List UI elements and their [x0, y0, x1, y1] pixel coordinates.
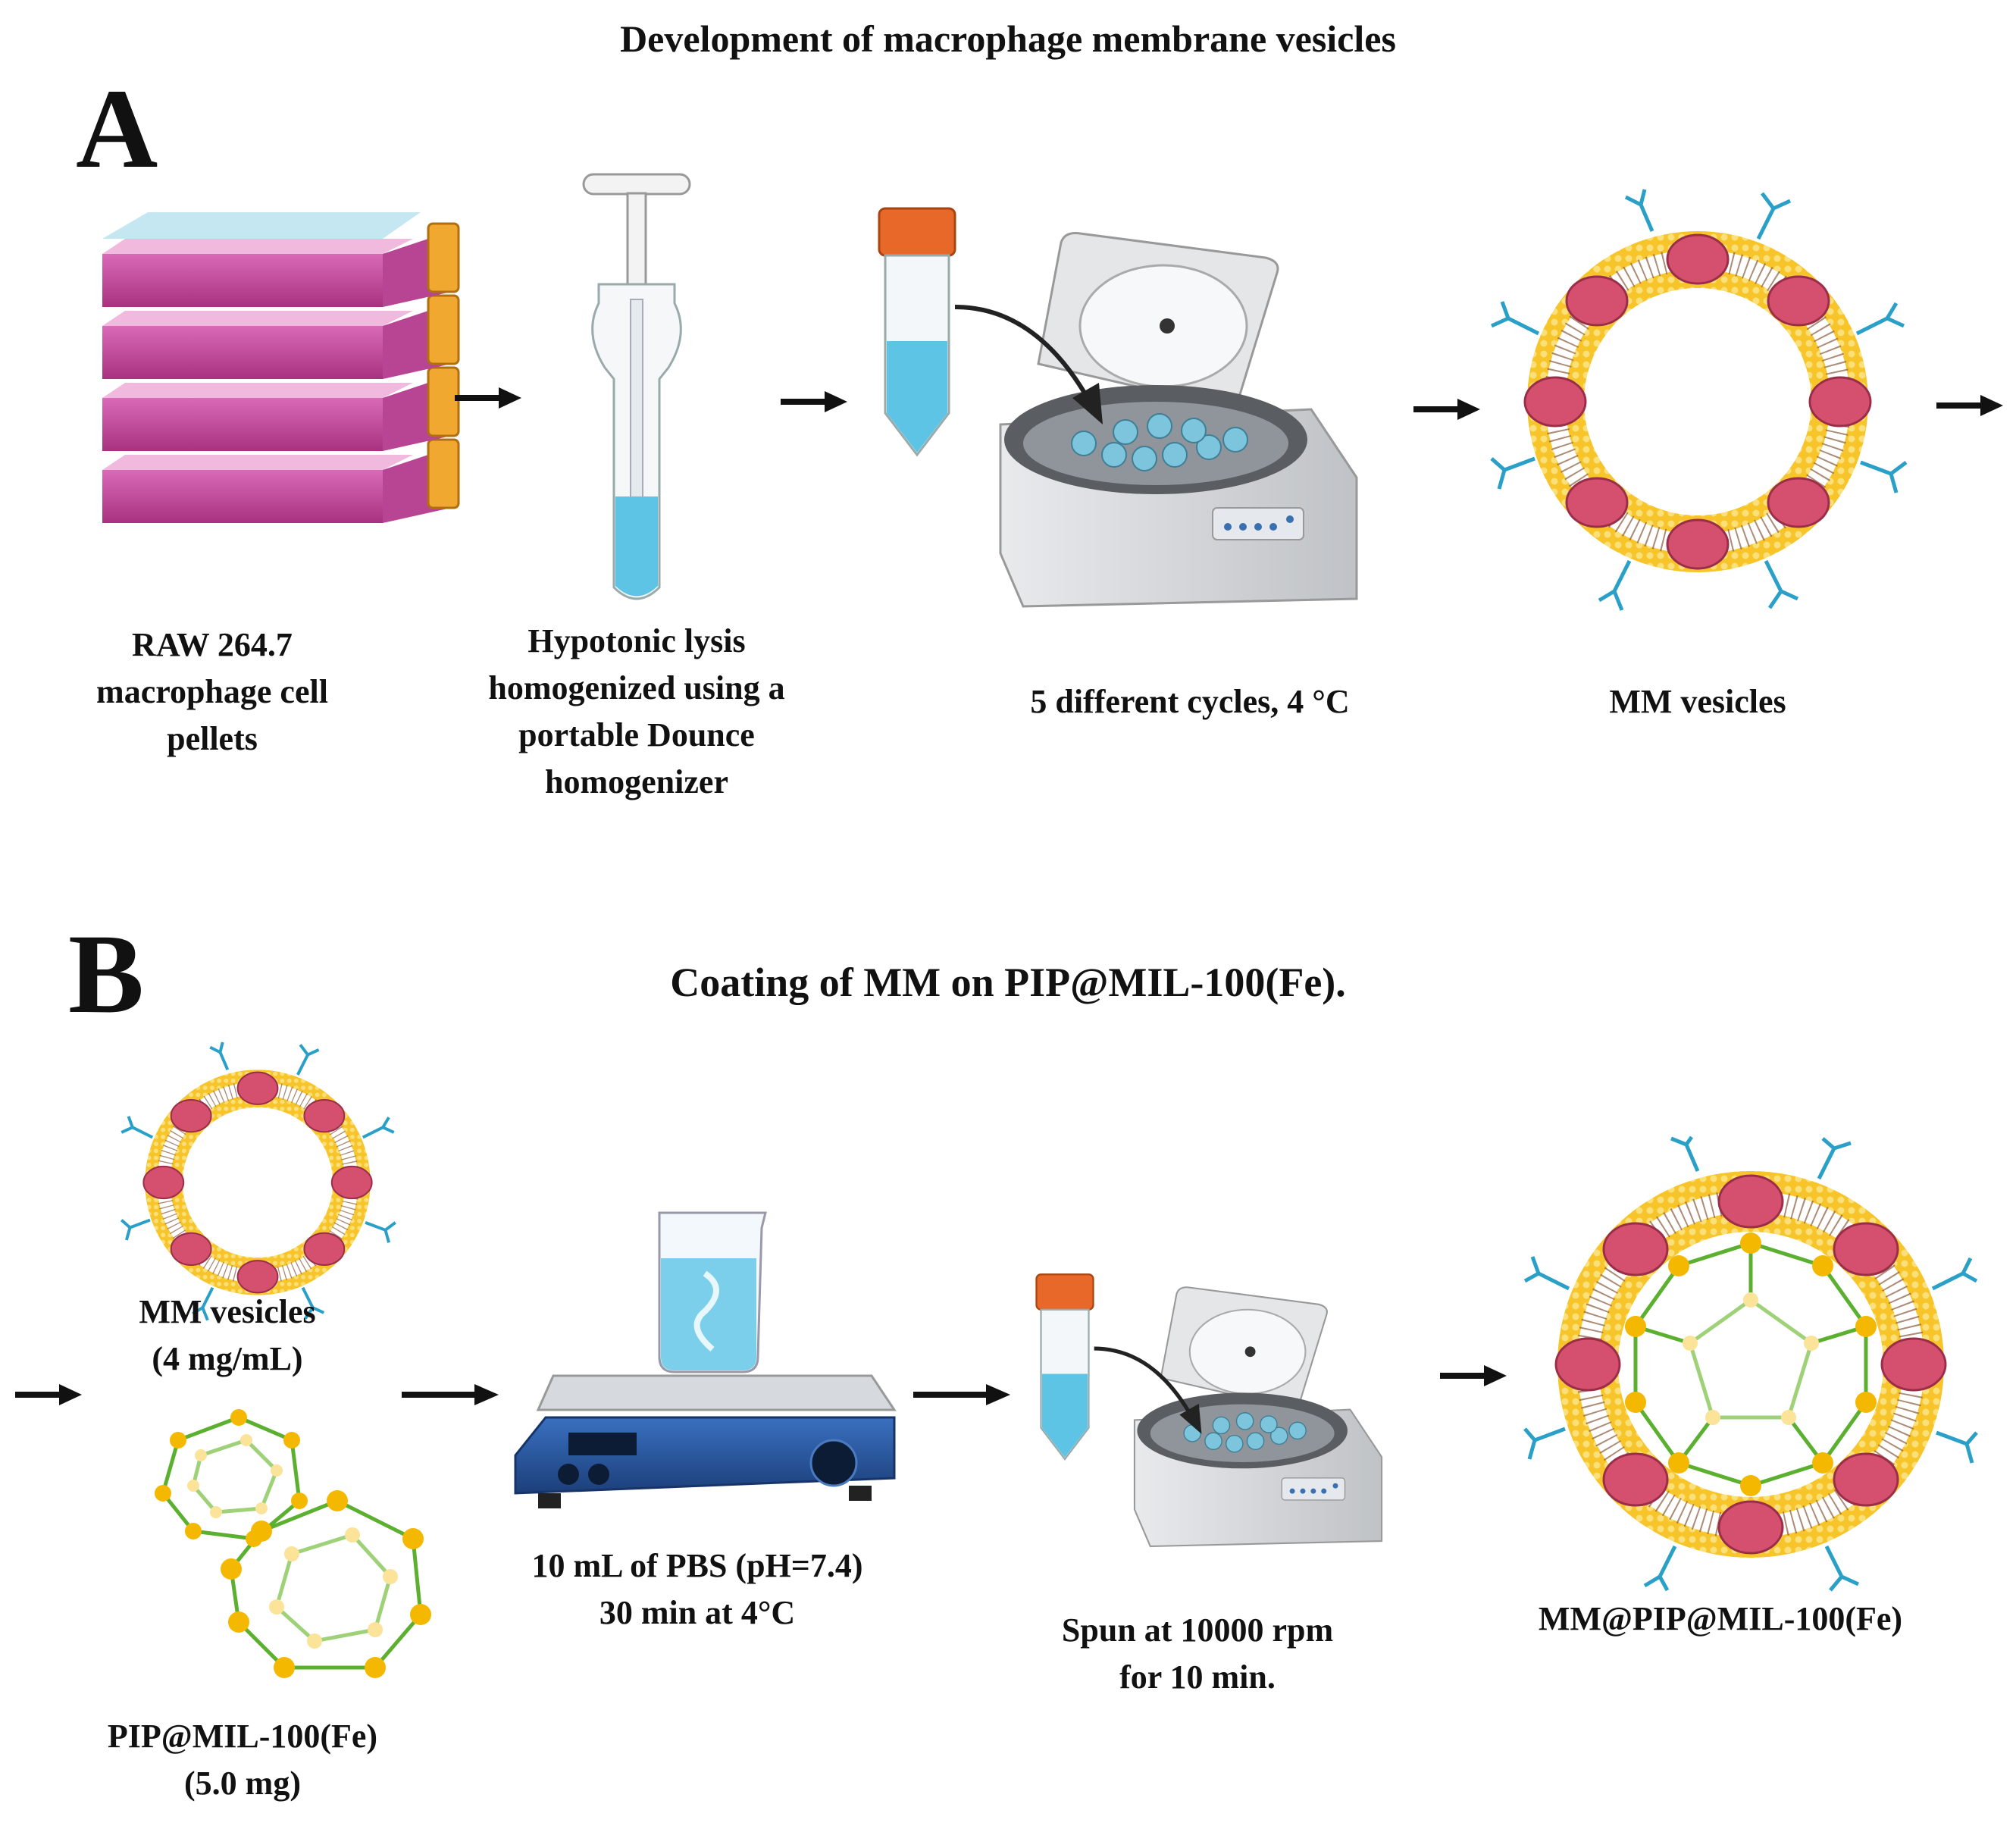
panel-b-title: Coating of MM on PIP@MIL-100(Fe).	[670, 960, 1346, 1005]
step-a3-caption: 5 different cycles, 4 °C	[1030, 683, 1350, 720]
panel-a-title: Development of macrophage membrane vesic…	[620, 17, 1396, 60]
centrifuge-icon	[999, 232, 1358, 608]
step-a1-caption: RAW 264.7 macrophage cell pellets	[96, 626, 328, 757]
step-b4-caption: Spun at 10000 rpm for 10 min.	[1061, 1611, 1334, 1696]
conical-tube-icon	[1035, 1273, 1094, 1461]
transfer-arrow	[954, 305, 1103, 424]
step-a4-caption: MM vesicles	[1609, 683, 1786, 720]
conical-tube-icon	[878, 207, 956, 457]
step-b1-caption: MM vesicles (4 mg/mL)	[139, 1293, 316, 1377]
arrow-b2	[913, 1384, 1010, 1405]
panel-b-letter: B	[68, 911, 145, 1037]
dounce-homogenizer-icon	[582, 173, 691, 600]
panel-a-letter: A	[76, 66, 158, 192]
arrow-a3	[1413, 399, 1480, 420]
arrow-a2	[781, 391, 847, 412]
step-b2-caption: PIP@MIL-100(Fe) (5.0 mg)	[107, 1718, 378, 1802]
magnetic-stirrer-icon	[514, 1211, 897, 1508]
step-a2-caption: Hypotonic lysis homogenized using a port…	[488, 622, 785, 800]
membrane-vesicle-icon	[1490, 189, 1908, 611]
arrow-b0	[15, 1384, 82, 1405]
mof-cage-icon	[155, 1409, 431, 1678]
arrow-a4	[1936, 395, 2003, 416]
arrow-a1	[455, 387, 521, 409]
step-b5-caption: MM@PIP@MIL-100(Fe)	[1538, 1600, 1903, 1637]
arrow-b3	[1440, 1365, 1507, 1386]
arrow-b1	[402, 1384, 499, 1405]
transfer-arrow	[1094, 1346, 1202, 1434]
coated-nanoparticle-icon	[1523, 1135, 1978, 1592]
step-b3-caption: 10 mL of PBS (pH=7.4) 30 min at 4°C	[531, 1547, 863, 1631]
culture-flasks-icon	[102, 212, 460, 523]
membrane-vesicle-icon	[120, 1041, 396, 1321]
centrifuge-icon	[1133, 1286, 1383, 1548]
